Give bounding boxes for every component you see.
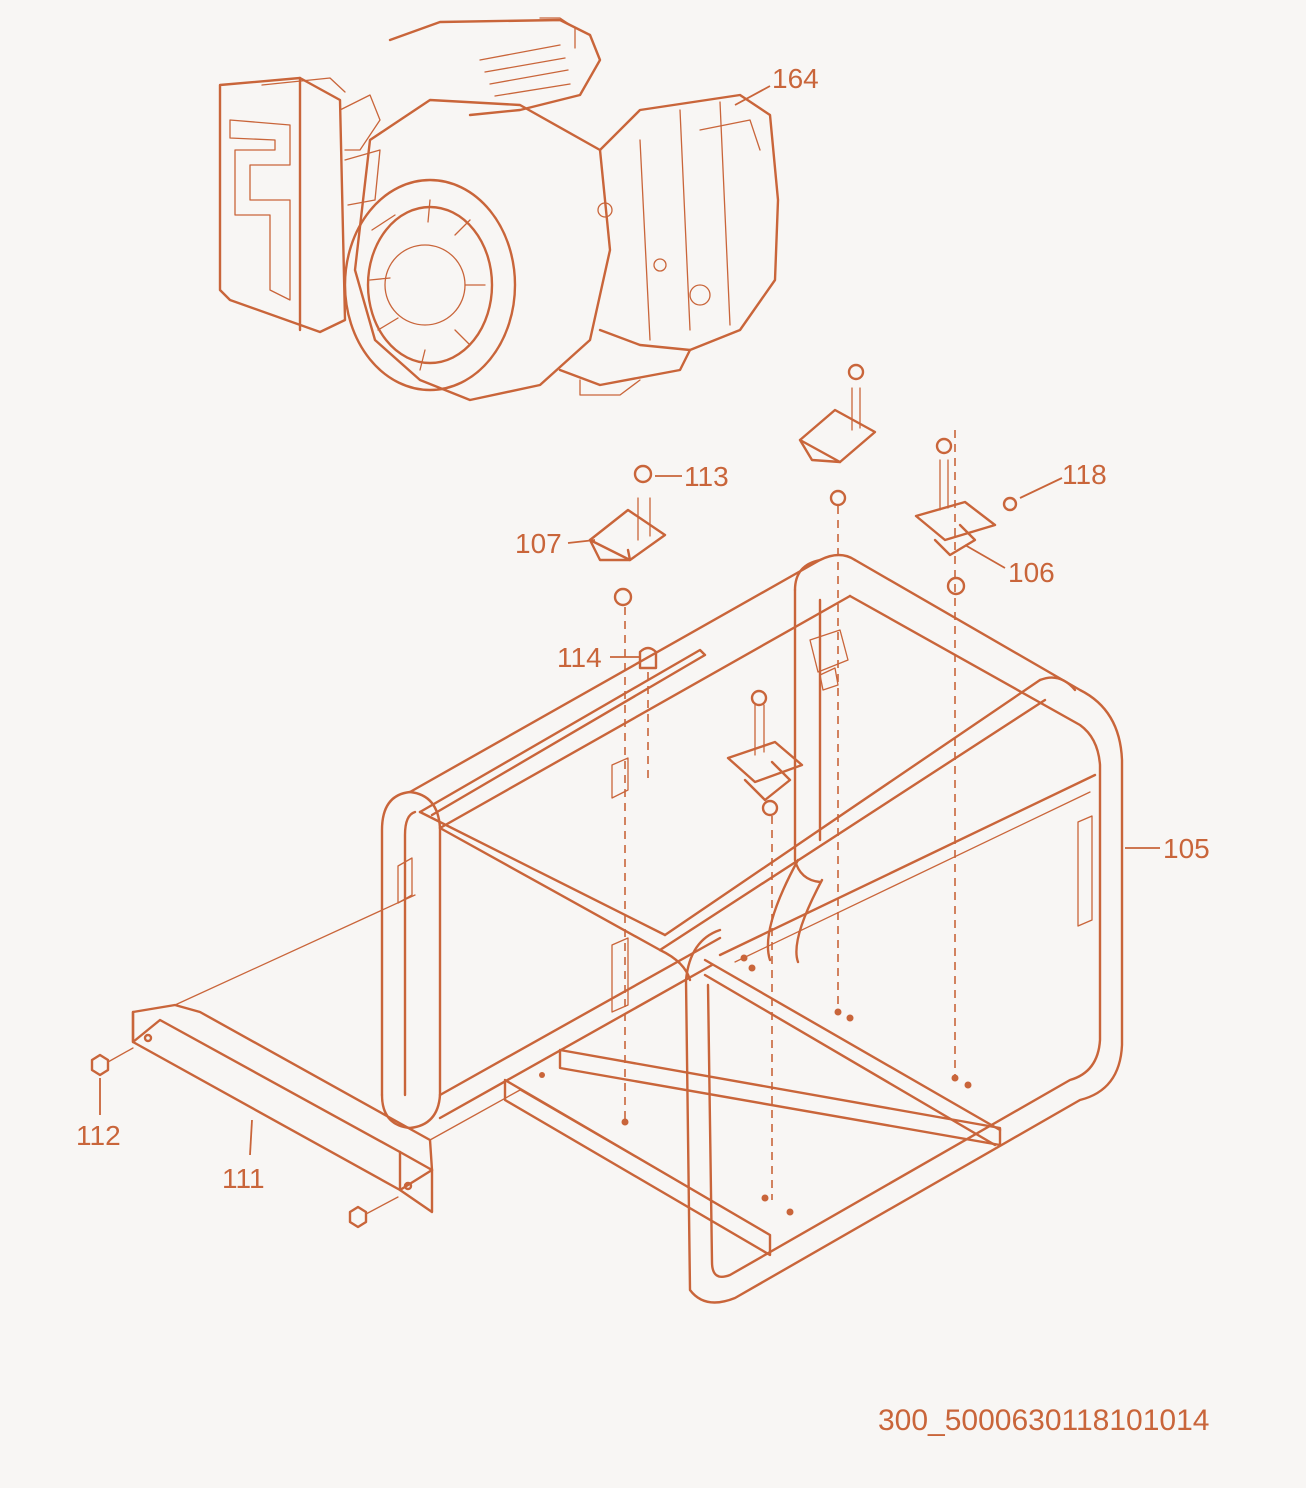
- label-107: 107: [515, 528, 562, 559]
- engine-assembly: [218, 17, 780, 402]
- engine-mount-107: [588, 464, 667, 562]
- engine-mount-center: [726, 689, 804, 802]
- label-118: 118: [1062, 459, 1107, 490]
- drawing-code: 300_5000630118101014: [878, 1404, 1210, 1437]
- skid-bar-111: [131, 894, 521, 1214]
- label-111: 111: [222, 1163, 265, 1194]
- engine-mount-106: [914, 437, 997, 557]
- label-106: 106: [1008, 557, 1055, 588]
- bolt-112: [90, 1047, 134, 1077]
- label-113: 113: [684, 461, 729, 492]
- engine-mount-rear-left: [798, 363, 877, 464]
- label-114: 114: [557, 642, 602, 673]
- label-112: 112: [76, 1120, 121, 1151]
- frame-assembly: [380, 553, 1124, 1304]
- label-105: 105: [1163, 833, 1210, 864]
- label-164: 164: [772, 63, 819, 94]
- bolt-lower: [348, 1196, 399, 1229]
